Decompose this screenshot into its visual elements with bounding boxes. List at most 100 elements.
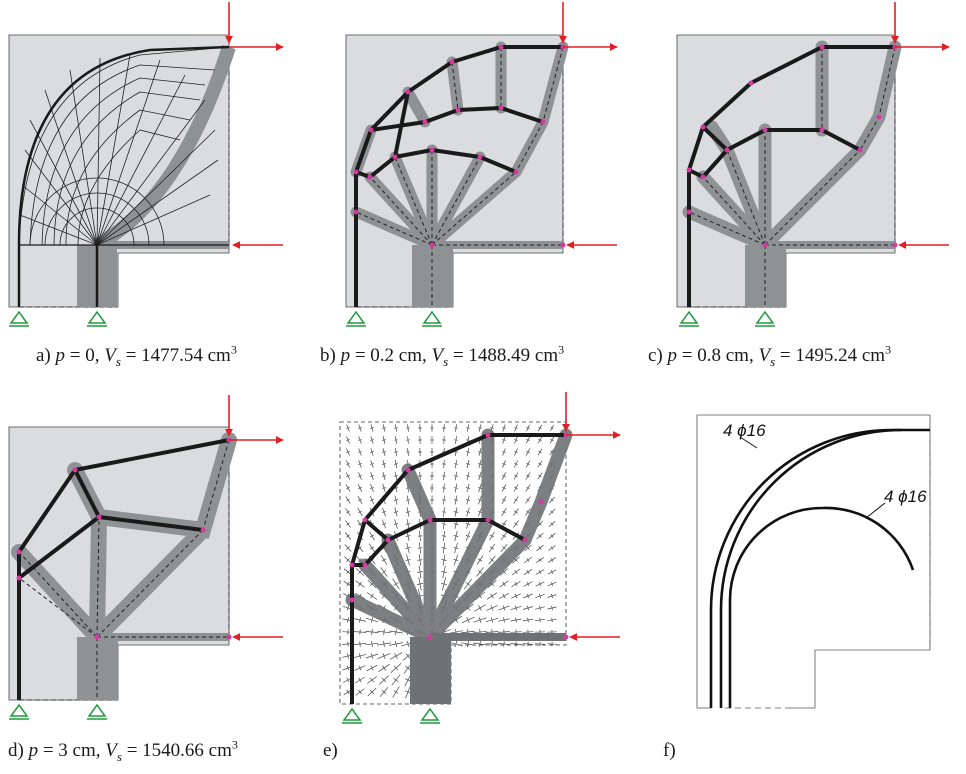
pin-support-icon [86,311,108,327]
stress-vector [406,640,410,648]
stress-vector [417,559,423,561]
panel-c [676,2,950,327]
stress-vector [526,593,530,599]
caption-c: c) p = 0.8 cm, Vs = 1495.24 cm3 [648,342,892,369]
stress-vector [502,581,506,587]
stress-vector [503,641,505,647]
stress-vector [477,570,483,574]
stress-vector [538,534,542,538]
stress-vector [369,546,375,550]
stress-vector [478,475,482,477]
stress-vector [515,617,517,623]
stress-vector [371,628,373,636]
stress-vector [346,474,350,478]
stress-vector [538,581,542,587]
stress-vector [489,534,495,538]
stress-vector [514,581,518,587]
stress-vector [405,535,411,537]
panel-e [339,392,621,724]
stress-vector [502,474,506,478]
pin-support-icon [8,704,30,720]
stress-vector [382,427,386,429]
stress-vector [370,665,374,671]
pin-support-icon [678,311,700,327]
stress-vector [465,582,471,586]
stress-vector [453,546,459,550]
stress-vector [478,487,482,489]
stress-vector [346,605,350,611]
caption-e: e) [323,740,338,761]
pin-support-icon [345,311,367,327]
stress-vector [490,593,494,599]
stress-vector [370,498,374,502]
stress-vector [453,499,459,501]
stress-vector [466,439,470,441]
stress-vector [478,463,482,465]
stress-vector [358,498,362,502]
stress-vector [551,605,553,611]
stress-vector [358,439,362,441]
stress-vector [477,498,483,502]
stress-vector [382,475,386,477]
stress-vector [478,427,482,429]
stress-vector [359,617,361,623]
stress-vector [526,462,530,466]
stress-vector [466,451,470,453]
stress-vector [347,653,349,659]
stress-vector [550,426,554,430]
stress-vector [370,463,374,465]
stress-vector [453,535,459,537]
stress-vector [454,463,458,465]
stress-vector [514,569,518,575]
stress-vector [382,665,386,671]
stress-vector [381,690,387,694]
stress-vector [393,499,399,501]
stress-vector [346,522,350,526]
stress-vector [502,546,506,550]
outer-rebar-label: 4 ϕ16 [723,421,766,440]
stress-vector [405,547,411,549]
stress-vector [538,570,542,574]
stress-vector [550,534,554,538]
stress-vector [346,546,350,550]
stress-vector [466,427,470,429]
stress-vector [550,438,554,442]
stress-vector [514,593,518,599]
stress-vector [514,522,518,526]
stress-vector [526,486,530,490]
caption-d: d) p = 3 cm, Vs = 1540.66 cm3 [8,737,238,764]
stress-vector [527,617,529,623]
stress-vector [346,581,350,587]
stress-vector [466,463,470,465]
stress-vector [358,427,362,429]
stress-vector [394,451,398,453]
panel-f: 4 ϕ16 4 ϕ16 [696,414,931,709]
stress-vector [370,427,374,429]
stress-vector [405,558,411,562]
stress-vector [478,616,482,624]
stress-vector [502,462,506,466]
stress-vector [453,523,459,525]
stress-vector [370,475,374,477]
stress-vector [370,486,374,490]
stress-vector [394,653,398,659]
stress-vector [416,583,424,585]
stress-vector [526,558,530,562]
stress-vector [467,640,469,648]
stress-vector [405,653,411,659]
stress-vector [502,534,506,538]
stress-vector [405,678,411,682]
stress-vector [347,617,349,623]
pin-support-icon [421,311,443,327]
stress-vector [477,510,483,514]
stress-vector [466,616,470,624]
stress-vector [417,571,423,573]
stress-vector [358,510,362,514]
stress-vector [465,534,471,538]
stress-vector [478,451,482,453]
stress-vector [358,522,362,526]
stress-vector [346,427,350,429]
panel-d [8,395,284,720]
stress-vector [346,462,350,466]
stress-vector [514,510,518,514]
